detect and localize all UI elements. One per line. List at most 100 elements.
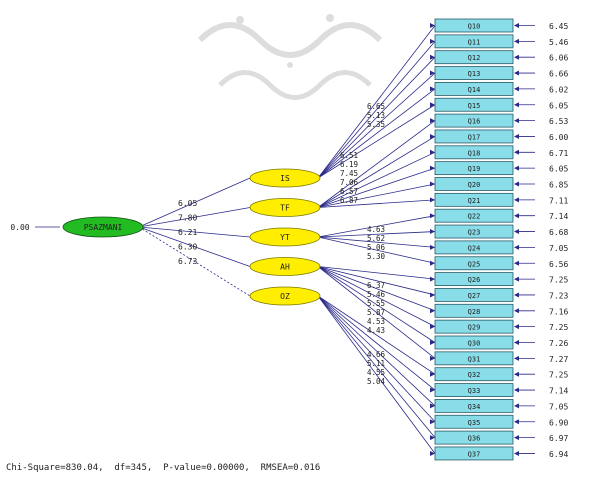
- loading-line-q34: [317, 295, 436, 407]
- error-arrowhead-q18: [514, 149, 519, 155]
- error-arrowhead-q36: [514, 435, 519, 441]
- arrowhead-q17: [430, 133, 435, 139]
- arrowhead-q36: [430, 435, 435, 441]
- indicator-box-q18: [434, 145, 514, 160]
- loading-label-q18: 6.51: [340, 151, 358, 160]
- loading-line-q21: [317, 199, 436, 208]
- error-arrowhead-q28: [514, 308, 519, 314]
- loading-line-q19: [317, 167, 436, 208]
- indicator-label-q30: Q30: [468, 340, 481, 348]
- indicator-label-q13: Q13: [468, 70, 481, 78]
- error-label-q15: 6.05: [549, 101, 568, 110]
- error-arrowhead-q11: [514, 38, 519, 44]
- indicator-box-q13: [434, 66, 514, 80]
- error-arrowhead-q26: [514, 276, 519, 282]
- arrowhead-q19: [430, 165, 435, 171]
- indicator-label-q25: Q25: [468, 260, 481, 268]
- error-arrowhead-q19: [514, 165, 519, 171]
- loading-line-q24: [317, 236, 436, 248]
- indicator-box-q25: [434, 256, 514, 271]
- error-label-q17: 6.00: [549, 133, 568, 142]
- factor-label-yt: YT: [280, 233, 290, 242]
- error-label-q29: 7.25: [549, 323, 568, 332]
- indicator-label-q27: Q27: [468, 292, 481, 300]
- loading-line-q11: [317, 41, 436, 179]
- error-label-q25: 6.56: [549, 260, 568, 269]
- loading-line-q29: [317, 266, 436, 328]
- indicator-box-q29: [434, 319, 514, 334]
- factor-node-oz: [249, 286, 321, 306]
- indicator-box-q10: [434, 18, 514, 33]
- error-label-q33: 7.14: [549, 387, 568, 396]
- loading-line-q23: [317, 231, 436, 238]
- path-root-to-yt: [138, 226, 251, 238]
- factor-label-tf: TF: [280, 204, 290, 213]
- loading-line-q16: [317, 120, 436, 208]
- indicator-box-q34: [434, 398, 514, 413]
- indicator-box-q20: [434, 177, 514, 191]
- indicator-label-q15: Q15: [468, 102, 481, 110]
- indicator-box-q37: [434, 446, 514, 461]
- indicator-label-q31: Q31: [468, 355, 481, 363]
- root-variance-label: 0.00: [10, 223, 29, 232]
- error-label-q35: 6.90: [549, 418, 568, 427]
- arrowhead-q28: [430, 308, 435, 314]
- indicator-box-q17: [434, 129, 514, 144]
- error-arrowhead-q16: [514, 118, 519, 124]
- latent-root-node: [62, 216, 144, 238]
- oz-loading-label-1: 5.11: [367, 359, 385, 368]
- loading-label-q27: 5.30: [367, 252, 386, 261]
- arrowhead-q35: [430, 419, 435, 425]
- factor-node-yt: [249, 227, 321, 247]
- error-label-q18: 6.71: [549, 149, 568, 158]
- loading-line-q32: [317, 295, 436, 375]
- factor-label-oz: OZ: [280, 292, 290, 301]
- error-arrowhead-q29: [514, 324, 519, 330]
- error-label-q22: 7.14: [549, 212, 568, 221]
- loading-line-q14: [317, 88, 436, 179]
- indicator-box-q16: [434, 113, 514, 128]
- indicator-box-q24: [434, 240, 514, 255]
- arrowhead-q15: [430, 102, 435, 108]
- indicator-label-q33: Q33: [468, 387, 481, 395]
- indicator-label-q19: Q19: [468, 165, 481, 173]
- error-arrowhead-q22: [514, 213, 519, 219]
- path-label-yt: 6.21: [178, 228, 197, 237]
- arrowhead-q16: [430, 118, 435, 124]
- loading-label-q14: 5.13: [367, 111, 385, 120]
- indicator-box-q21: [434, 192, 514, 207]
- indicator-label-q18: Q18: [468, 149, 481, 157]
- indicator-label-q36: Q36: [468, 435, 481, 443]
- indicator-label-q23: Q23: [468, 229, 481, 237]
- indicator-label-q29: Q29: [468, 324, 481, 332]
- loading-label-q33: 4.43: [367, 326, 385, 335]
- indicator-box-q35: [434, 414, 514, 429]
- error-arrowhead-q21: [514, 197, 519, 203]
- error-arrowhead-q13: [514, 70, 519, 76]
- loading-label-q32: 4.53: [367, 317, 385, 326]
- loading-line-q31: [317, 266, 436, 359]
- loading-label-q19: 6.19: [340, 160, 358, 169]
- error-label-q28: 7.16: [549, 307, 568, 316]
- root-label: PSAZMANI: [84, 223, 123, 232]
- error-label-q37: 6.94: [549, 450, 568, 459]
- loading-line-q25: [317, 236, 436, 264]
- indicator-box-q14: [434, 82, 514, 96]
- loading-label-q24: 4.63: [367, 225, 385, 234]
- error-arrowhead-q14: [514, 86, 519, 92]
- error-arrowhead-q15: [514, 102, 519, 108]
- loading-line-q12: [317, 56, 436, 179]
- loading-label-q28: 6.37: [367, 281, 385, 290]
- error-label-q11: 5.46: [549, 38, 568, 47]
- arrowhead-q30: [430, 340, 435, 345]
- loading-line-q36: [317, 295, 436, 438]
- arrowhead-q23: [430, 229, 435, 235]
- oz-loading-label-2: 4.55: [367, 368, 385, 377]
- arrowhead-q37: [430, 450, 435, 456]
- arrowhead-q27: [430, 292, 435, 298]
- arrowhead-q20: [430, 181, 435, 187]
- loading-label-q25: 5.62: [367, 234, 385, 243]
- error-label-q14: 6.02: [549, 85, 568, 94]
- path-root-to-ah: [138, 226, 251, 267]
- loading-line-q26: [317, 266, 436, 280]
